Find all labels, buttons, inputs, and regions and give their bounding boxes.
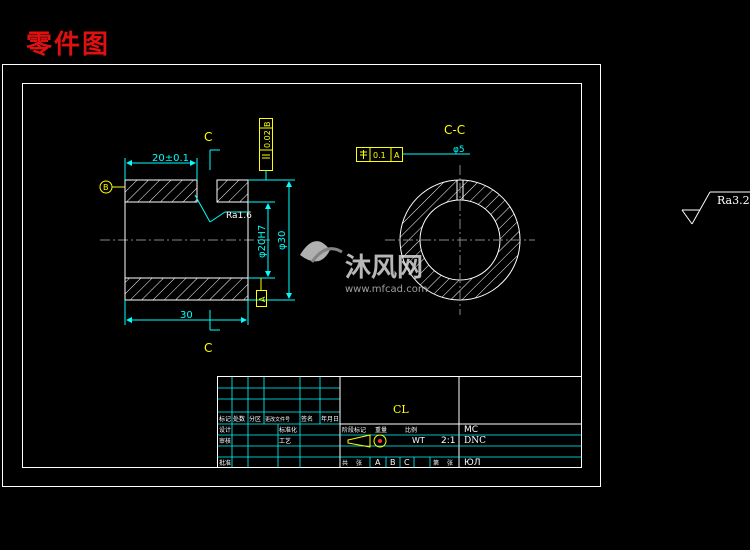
dim-bottom-30: 30	[180, 310, 193, 321]
section-view-label: C-C	[444, 123, 465, 137]
tb-small-14: 批准	[219, 459, 231, 467]
title-block: CL WT 2:1 MC DNC ЮЛ A B C 标记 处数 分区 更改文件号…	[217, 376, 582, 468]
tb-small-6: 年月日	[321, 415, 339, 423]
tb-small-18: 张	[447, 459, 453, 467]
tb-cell-a: A	[375, 458, 381, 467]
tb-scale: 2:1	[441, 436, 455, 446]
general-roughness: Ra3.2	[681, 191, 750, 225]
tb-small-11: 比例	[405, 426, 417, 434]
tol-horizontal-value: 0.1	[373, 151, 386, 160]
tb-cell-b: B	[390, 458, 396, 467]
tb-small-9: 阶段标记	[342, 426, 366, 434]
tb-small-3: 分区	[249, 415, 261, 423]
outer-sheet-border	[2, 64, 601, 487]
watermark-brand: 沐风网	[345, 253, 423, 283]
tol-frame-datum: B	[263, 122, 272, 128]
watermark-logo	[300, 241, 343, 263]
tb-small-15: 共	[342, 459, 348, 467]
dim-outer: φ30	[277, 231, 288, 250]
datum-a-label: A	[258, 296, 267, 302]
tb-small-13: 工艺	[279, 437, 291, 445]
page-title: 零件图	[26, 30, 111, 60]
tb-cell-c: C	[404, 458, 410, 467]
tb-small-16: 张	[356, 459, 362, 467]
tb-small-2: 处数	[233, 415, 245, 423]
dim-top-20: 20±0.1	[152, 153, 189, 164]
tb-small-12: 审核	[219, 437, 231, 445]
tb-small-4: 更改文件号	[265, 416, 290, 423]
tb-weight-label: WT	[412, 436, 425, 445]
roughness-ra32: Ra3.2	[717, 194, 750, 207]
tb-sheet-code: ЮЛ	[464, 458, 480, 468]
tb-small-7: 设计	[219, 426, 231, 434]
dim-bore: φ20H7	[257, 225, 268, 258]
watermark-url: www.mfcad.com	[345, 284, 428, 295]
tol-horizontal-datum: A	[394, 151, 400, 160]
tb-small-10: 重量	[375, 426, 387, 434]
front-view: C C 20±0.1 30 φ20H7 φ30 B	[99, 118, 295, 355]
watermark: 沐风网 www.mfcad.com	[300, 241, 428, 295]
section-label-top: C	[204, 130, 212, 144]
hatched-wall-top-right	[216, 179, 249, 203]
tol-frame-value: 0.02	[263, 130, 272, 148]
dim-hole: φ5	[453, 145, 465, 155]
hatched-wall-bottom	[124, 277, 249, 301]
roughness-ra16: Ra1.6	[226, 211, 252, 221]
company-logo	[347, 434, 387, 448]
tb-part-name: CL	[393, 403, 409, 416]
section-label-bottom: C	[204, 341, 212, 355]
tb-material: DNC	[464, 436, 486, 446]
tb-code: MC	[464, 425, 478, 435]
tb-small-17: 第	[433, 459, 439, 467]
tb-small-8: 标准化	[279, 426, 297, 434]
tb-small-5: 签名	[301, 415, 313, 423]
section-view: C-C 0.1 A φ5	[356, 123, 535, 315]
datum-a-box	[256, 290, 267, 307]
datum-b-label: B	[103, 183, 109, 192]
hatched-wall-top-left	[124, 179, 198, 203]
tb-small-1: 标记	[219, 415, 231, 423]
